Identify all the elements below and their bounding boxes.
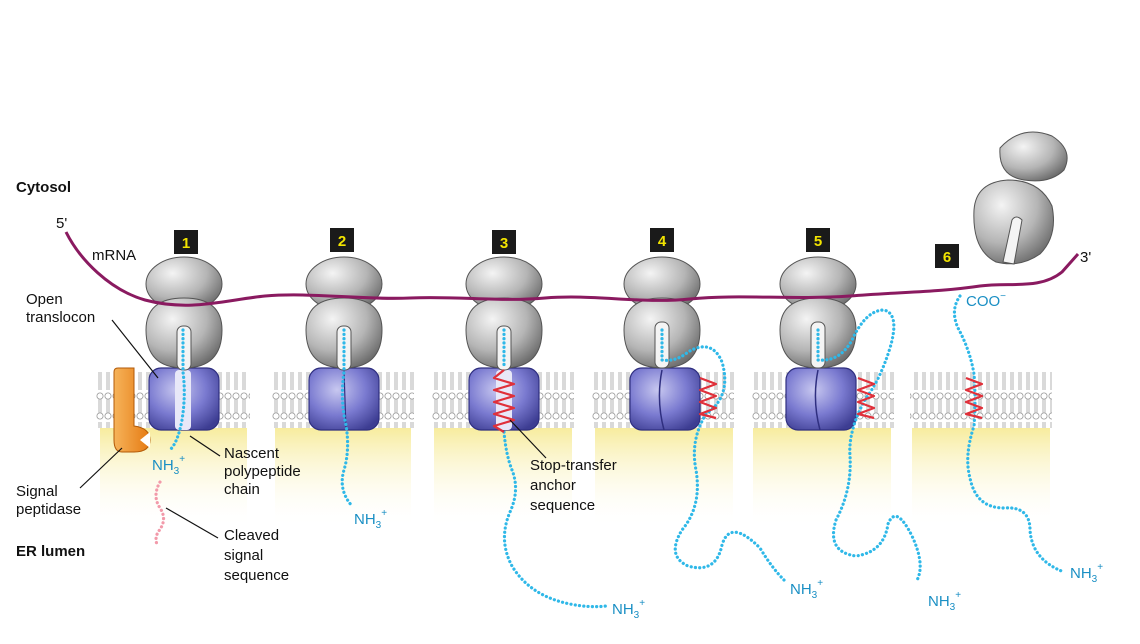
signal-peptidase-label: Signal peptidase — [16, 447, 123, 518]
svg-text:Stop-transfer: Stop-transfer — [530, 457, 617, 474]
svg-text:Nascent: Nascent — [224, 445, 280, 462]
svg-text:4: 4 — [658, 233, 667, 250]
three-prime-label: 3' — [1080, 249, 1091, 266]
svg-text:NH3+: NH3+ — [1070, 562, 1103, 585]
chain-1 — [168, 328, 186, 452]
ribosome-1 — [145, 256, 223, 371]
er-lumen-shading — [100, 428, 1050, 528]
translocon-4 — [629, 367, 701, 431]
chain-2 — [340, 328, 354, 508]
ribosome-6-large-subunit — [973, 179, 1054, 265]
nh3-terminus-2: NH3+ — [354, 508, 387, 531]
ribosomes — [145, 131, 1068, 371]
svg-text:Signal: Signal — [16, 483, 58, 500]
svg-text:COO−: COO− — [966, 291, 1006, 310]
five-prime-label: 5' — [56, 215, 67, 232]
step-badge-6: 6 — [935, 244, 959, 268]
chain-4 — [660, 328, 786, 582]
step-badges: 1 2 3 4 5 6 — [174, 228, 959, 268]
svg-text:polypeptide: polypeptide — [224, 463, 301, 480]
chain-3 — [502, 328, 608, 609]
step-badge-4: 4 — [650, 228, 674, 252]
step-badge-3: 3 — [492, 230, 516, 254]
svg-text:peptidase: peptidase — [16, 501, 81, 518]
svg-text:chain: chain — [224, 481, 260, 498]
cleaved-signal-label: Cleaved signal sequence — [165, 507, 289, 584]
mrna-strand — [64, 231, 1080, 307]
nh3-terminus-1: NH3+ — [152, 454, 185, 477]
svg-text:3: 3 — [500, 235, 508, 252]
svg-text:Cleaved: Cleaved — [224, 527, 279, 544]
step-badge-5: 5 — [806, 228, 830, 252]
coo-terminus-6: COO− — [966, 291, 1006, 310]
chain-5 — [816, 308, 922, 584]
svg-text:1: 1 — [182, 235, 190, 252]
signal-peptidase-shape — [113, 367, 151, 453]
translocon-5 — [785, 367, 857, 431]
helix-6 — [964, 376, 984, 420]
polypeptide-chains — [154, 294, 1066, 609]
svg-text:NH3+: NH3+ — [928, 590, 961, 613]
cleaved-signal-sequence — [154, 480, 166, 548]
nh3-terminus-3: NH3+ — [612, 598, 645, 621]
helix-5 — [856, 376, 876, 420]
svg-text:NH3+: NH3+ — [790, 578, 823, 601]
svg-text:sequence: sequence — [224, 567, 289, 584]
er-lumen-label: ER lumen — [16, 543, 85, 560]
ribosome-6-small-subunit — [999, 131, 1068, 182]
nh3-terminus-4: NH3+ — [790, 578, 823, 601]
chain-6 — [952, 294, 1066, 574]
svg-text:Open: Open — [26, 291, 63, 308]
svg-text:6: 6 — [943, 249, 951, 266]
open-translocon-label: Open translocon — [26, 291, 159, 379]
svg-text:NH3+: NH3+ — [612, 598, 645, 621]
mrna-label: mRNA — [92, 247, 136, 264]
svg-text:translocon: translocon — [26, 309, 95, 326]
stop-transfer-label: Stop-transfer anchor sequence — [509, 419, 617, 514]
svg-text:signal: signal — [224, 547, 263, 564]
svg-text:2: 2 — [338, 233, 346, 250]
cytosol-label: Cytosol — [16, 179, 71, 196]
nascent-chain-label: Nascent polypeptide chain — [189, 435, 301, 498]
nh3-terminus-5: NH3+ — [928, 590, 961, 613]
er-membrane — [96, 372, 1052, 428]
step-badge-2: 2 — [330, 228, 354, 252]
svg-text:NH3+: NH3+ — [354, 508, 387, 531]
svg-text:NH3+: NH3+ — [152, 454, 185, 477]
stop-transfer-helices — [492, 369, 984, 433]
step-badge-1: 1 — [174, 230, 198, 254]
helix-4 — [698, 376, 718, 420]
nh3-terminus-6: NH3+ — [1070, 562, 1103, 585]
svg-text:5: 5 — [814, 233, 822, 250]
membrane-segment-6 — [910, 372, 1052, 428]
helix-3 — [492, 369, 516, 433]
svg-text:sequence: sequence — [530, 497, 595, 514]
svg-text:anchor: anchor — [530, 477, 576, 494]
translocons — [148, 367, 857, 431]
